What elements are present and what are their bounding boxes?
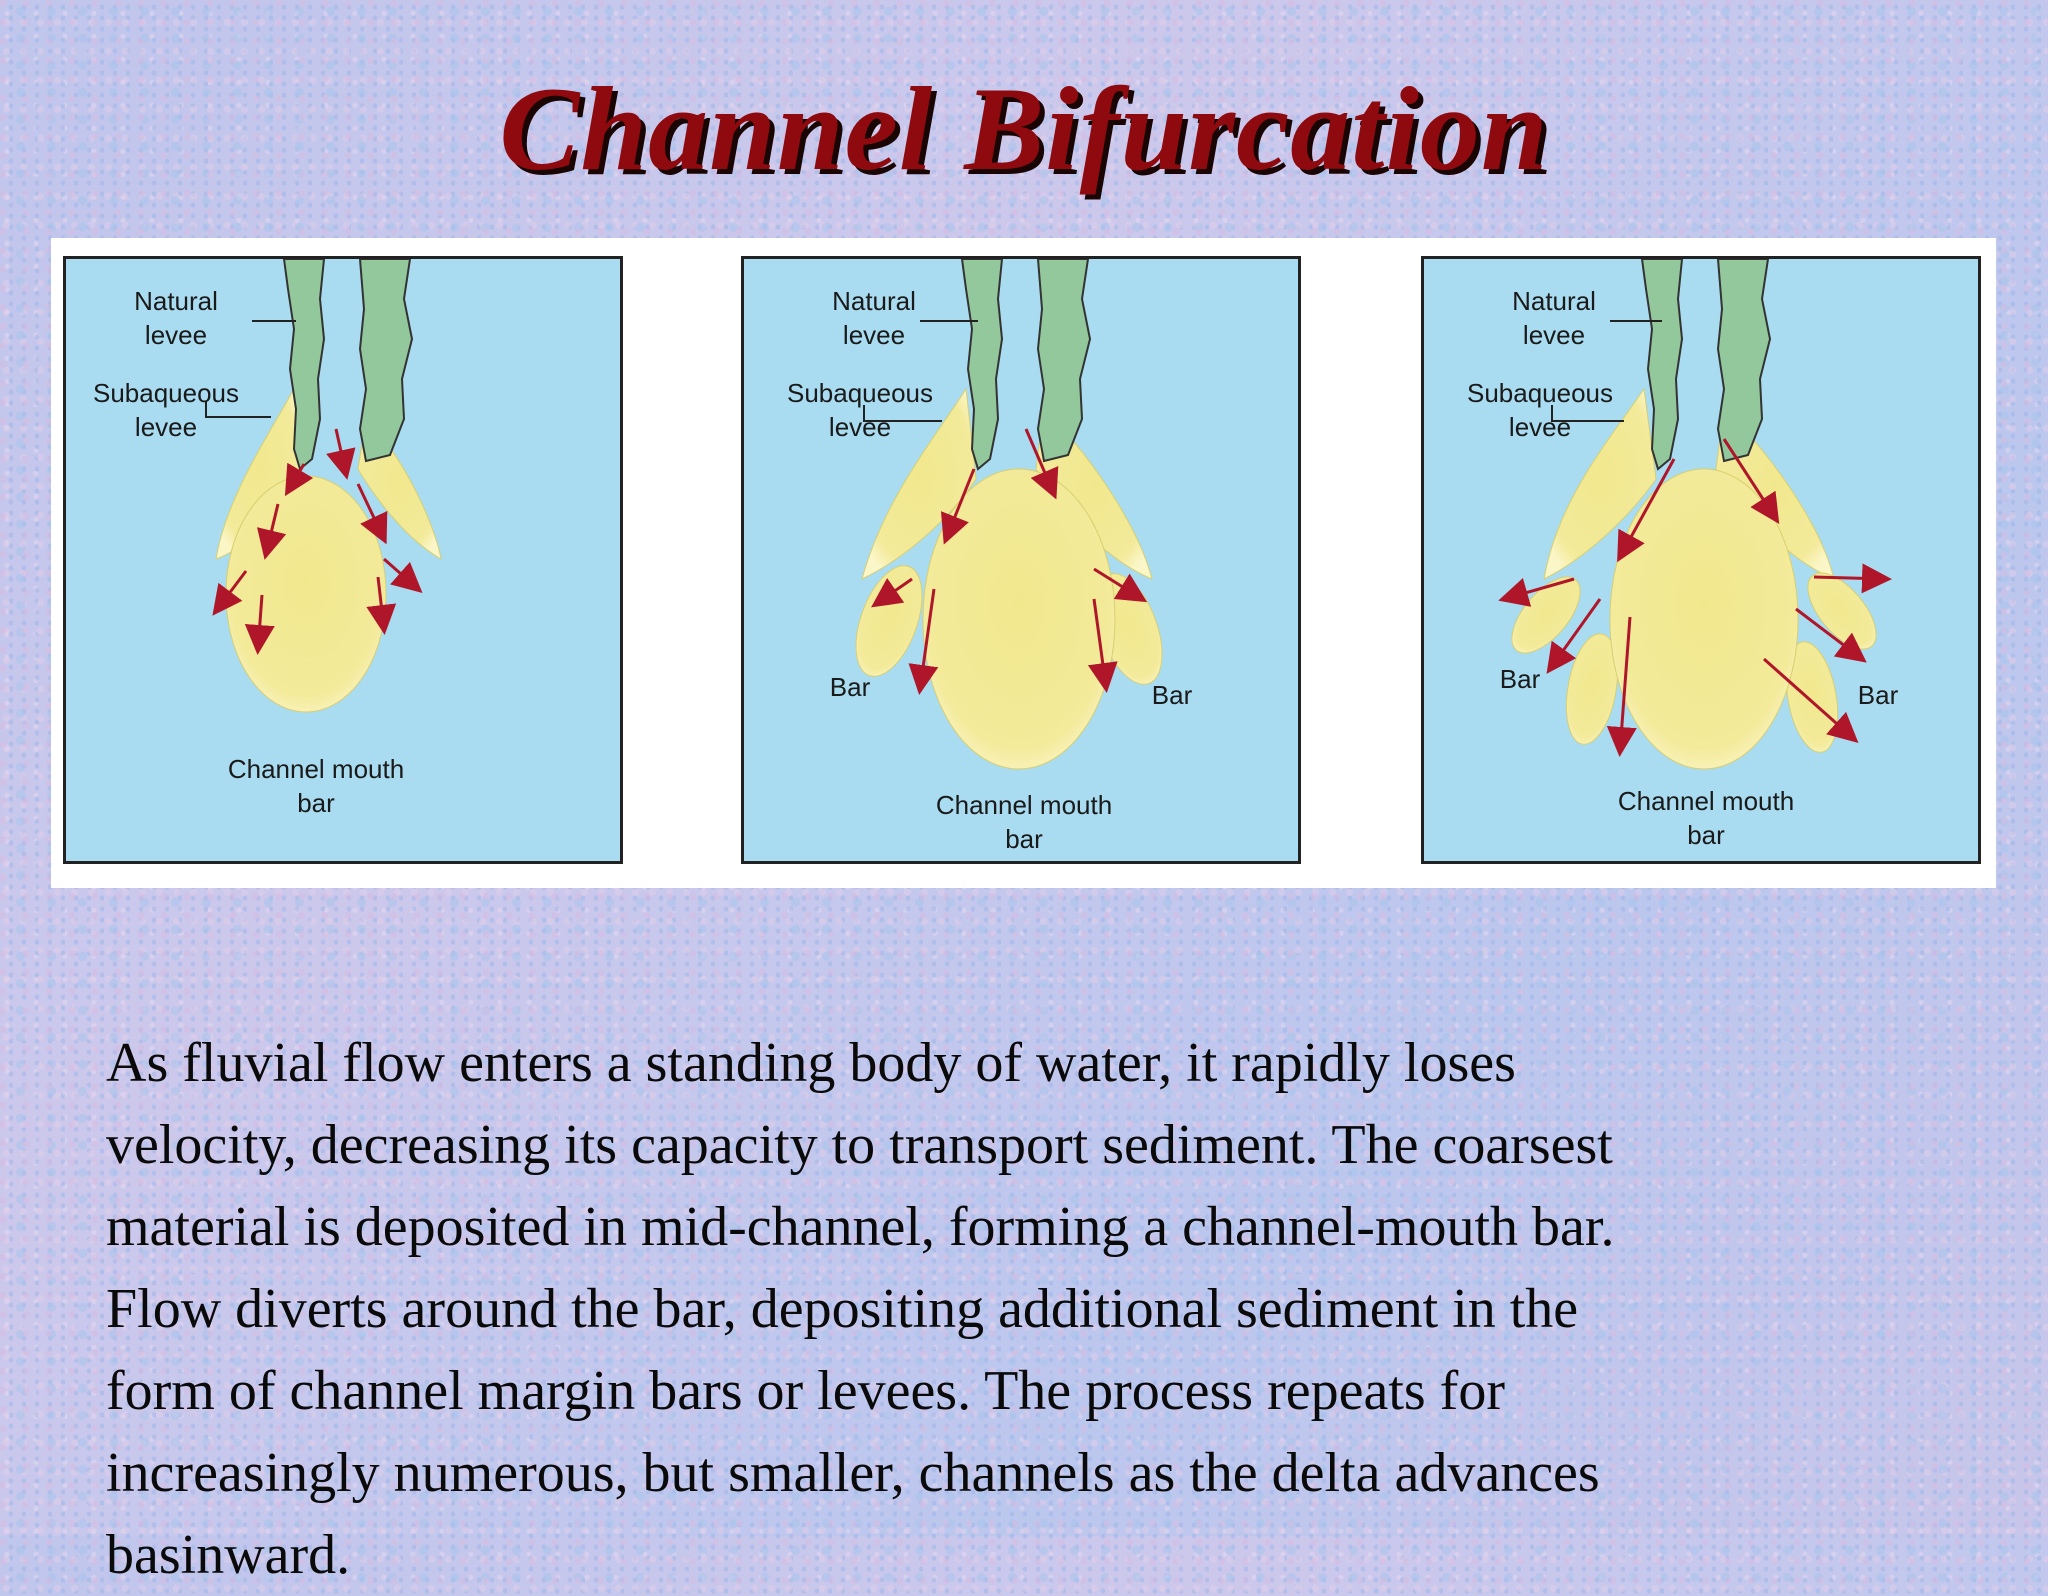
label-bar-left: Bar (1499, 664, 1541, 694)
label-channel-mouth-bar: Channel mouth bar (935, 790, 1113, 854)
flow-arrow (1093, 567, 1148, 603)
margin-bar-left-inner (1565, 633, 1619, 745)
natural-levee-left (960, 259, 1004, 471)
flow-arrow (212, 570, 248, 616)
flow-arrow (1722, 438, 1780, 525)
label-bar-right: Bar (1151, 680, 1193, 710)
subaqueous-levee-left (861, 387, 977, 580)
flow-arrow (366, 576, 397, 635)
flow-arrow (1813, 563, 1892, 594)
flow-arrow (871, 577, 913, 608)
flow-arrow (1546, 598, 1602, 674)
flow-arrow (244, 594, 275, 655)
flow-arrow (326, 428, 356, 480)
label-subaqueous-levee: Subaqueous levee (786, 378, 934, 442)
body-line: velocity, decreasing its capacity to tra… (106, 1114, 1613, 1176)
flow-arrow (356, 483, 388, 545)
channel-mouth-bar (922, 468, 1116, 770)
panel-diagram (205, 259, 442, 713)
flow-arrow (257, 503, 287, 560)
body-line: form of channel margin bars or levees. T… (106, 1360, 1505, 1422)
flow-arrow (1087, 598, 1118, 693)
body-line: material is deposited in mid-channel, fo… (106, 1196, 1615, 1258)
channel-mouth-bar (1609, 468, 1799, 770)
label-subaqueous-levee: Subaqueous levee (1466, 378, 1614, 442)
leader-line (863, 405, 942, 422)
flow-arrow (940, 468, 976, 545)
body-line: basinward. (106, 1524, 351, 1586)
margin-bar-right-outer (1807, 572, 1877, 650)
body-line: As fluvial flow enters a standing body o… (106, 1032, 1516, 1094)
flow-arrow (1498, 577, 1575, 607)
natural-levee-left (1640, 259, 1684, 471)
natural-levee-right (1716, 259, 1772, 463)
natural-levee-right (1036, 259, 1092, 463)
slide-title: Channel Bifurcation (499, 62, 1549, 195)
label-natural-levee: Natural levee (134, 286, 218, 350)
label-bar-left: Bar (829, 672, 871, 702)
margin-bar-left (855, 565, 923, 677)
body-text: As fluvial flow enters a standing body o… (106, 940, 1986, 1596)
flow-arrow (1763, 657, 1859, 743)
flow-arrow (383, 557, 423, 593)
channel-mouth-bar (225, 475, 387, 713)
label-natural-levee: Natural levee (1512, 286, 1596, 350)
body-line: Flow diverts around the bar, depositing … (106, 1278, 1579, 1340)
flow-arrow (908, 588, 939, 695)
margin-bar-left-outer (1511, 576, 1581, 654)
flow-arrow (1024, 428, 1059, 500)
label-channel-mouth-bar: Channel mouth bar (1617, 786, 1795, 850)
label-natural-levee: Natural levee (832, 286, 916, 350)
subaqueous-levee-left (1543, 387, 1657, 580)
panel-diagram (1498, 259, 1892, 770)
label-subaqueous-levee: Subaqueous levee (92, 378, 240, 442)
label-bar-right: Bar (1857, 680, 1899, 710)
label-channel-mouth-bar: Channel mouth bar (227, 754, 405, 818)
margin-bar-right-inner (1785, 641, 1839, 753)
body-line: increasingly numerous, but smaller, chan… (106, 1442, 1600, 1504)
flow-arrow (284, 462, 314, 497)
flow-arrow (1606, 616, 1637, 757)
panel-diagram (855, 259, 1163, 770)
leader-line (1551, 405, 1624, 422)
flow-arrow (1795, 607, 1867, 663)
leader-line (205, 401, 271, 418)
natural-levee-right (358, 259, 414, 463)
flow-arrow (1617, 458, 1676, 563)
